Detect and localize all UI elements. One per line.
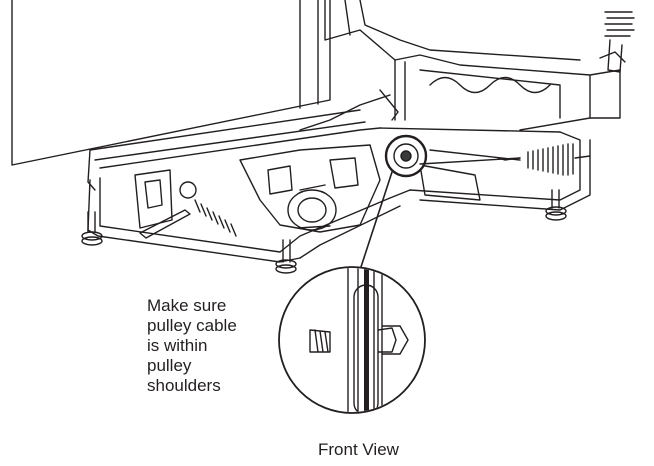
leveling-leg-left xyxy=(81,211,103,246)
left-spring xyxy=(194,199,237,237)
callout-line: pulley cable xyxy=(147,316,237,335)
callout-line: is within xyxy=(147,336,208,355)
pulley-small xyxy=(384,134,521,178)
tub-side-panel xyxy=(11,0,331,166)
leveling-leg-center xyxy=(275,239,297,274)
chassis-frame xyxy=(324,0,621,131)
pump-assembly xyxy=(239,144,381,233)
callout-line: Make sure xyxy=(147,296,227,315)
leveling-leg-right xyxy=(545,189,567,221)
right-spring xyxy=(497,143,591,176)
threaded-bolt xyxy=(309,329,331,353)
pulley-cable xyxy=(364,268,369,412)
view-caption: Front View xyxy=(318,440,399,459)
spring-hose-top xyxy=(599,11,635,73)
callout-line: shoulders xyxy=(147,376,221,395)
front-rail xyxy=(87,109,591,263)
callout-line: pulley xyxy=(147,356,192,375)
magnified-pulley-view xyxy=(278,266,426,414)
leader-line xyxy=(359,171,393,271)
left-bracket xyxy=(134,169,197,239)
callout-text: Make sure pulley cable is within pulley … xyxy=(147,296,277,396)
